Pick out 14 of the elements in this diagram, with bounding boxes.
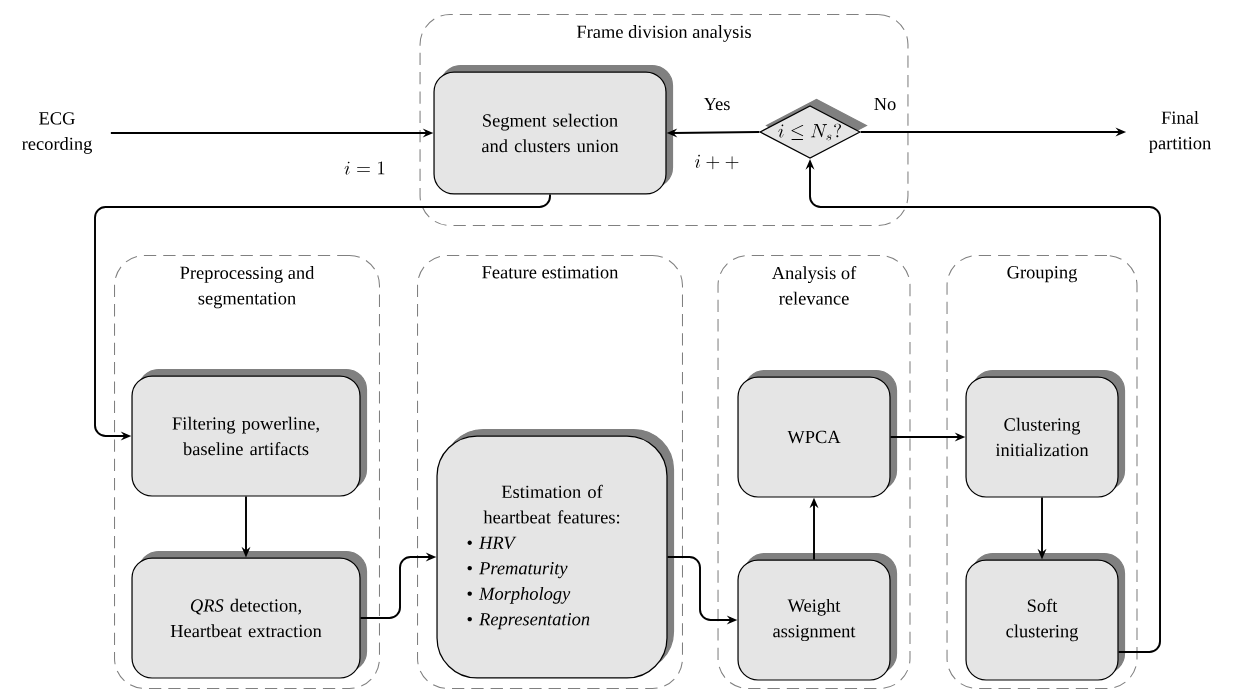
process-box: Estimation of heartbeat features: • HRV • Prematurity • Morphology • Representation <box>436 428 675 679</box>
process-box: Weight assignment <box>737 552 898 681</box>
edge-label: $i = 1$ <box>342 159 388 177</box>
process-box: Segment selection and clusters union <box>433 64 674 195</box>
process-box: WPCA <box>737 369 898 498</box>
process-box: Clustering initialization <box>965 369 1126 498</box>
input-label: ECG recording <box>22 112 92 154</box>
counter-label: $i++$ <box>695 154 739 170</box>
process-box: QRS detection, Heartbeat extraction <box>131 550 368 679</box>
output-label: Final partition <box>1149 110 1211 154</box>
process-box: Soft clustering <box>965 552 1126 681</box>
edge-label: Yes <box>701 96 733 112</box>
edge-label: No <box>872 96 899 112</box>
process-box: Filtering powerline, baseline artifacts <box>131 368 368 497</box>
